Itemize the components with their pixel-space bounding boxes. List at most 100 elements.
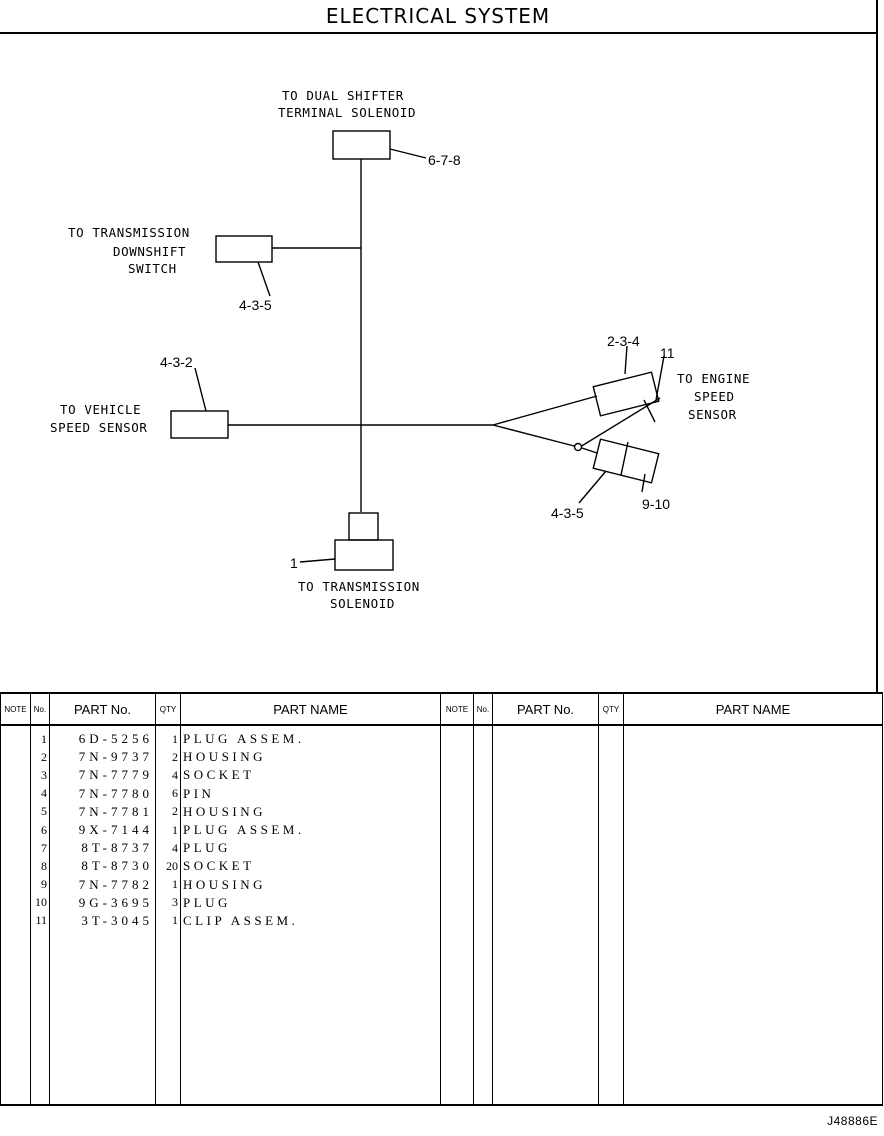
cell-note xyxy=(0,802,31,821)
cell-qty-right xyxy=(598,784,624,803)
cell-note-right xyxy=(440,784,474,803)
cell-note xyxy=(0,784,31,803)
cell-part-name-right xyxy=(623,820,883,840)
cell-note xyxy=(0,911,31,931)
header-no-right: No. xyxy=(473,693,493,726)
parts-table-header: NOTE No. PART No. QTY PART NAME NOTE No.… xyxy=(0,693,883,726)
cell-qty: 1 xyxy=(155,820,181,840)
cell-part-name: HOUSING xyxy=(180,748,441,767)
cell-note xyxy=(0,839,31,858)
callout-vehicle-speed: 4-3-2 xyxy=(160,354,193,370)
label-downshift-1: TO TRANSMISSION xyxy=(68,225,190,240)
page-title-bar: ELECTRICAL SYSTEM xyxy=(0,0,878,34)
cell-part-name-right xyxy=(623,911,883,931)
wiring-diagram: TO DUAL SHIFTER TERMINAL SOLENOID TO TRA… xyxy=(50,88,750,611)
cell-part-no-right xyxy=(492,839,599,858)
cell-no-right xyxy=(473,802,493,821)
cell-no-right xyxy=(473,820,493,840)
cell-note xyxy=(0,893,31,912)
callout-engine-upper: 2-3-4 xyxy=(607,333,640,349)
cell-no: 7 xyxy=(30,839,50,858)
connector-dual-shifter xyxy=(332,130,391,160)
cell-qty: 1 xyxy=(155,875,181,894)
cell-no-right xyxy=(473,839,493,858)
callout-trans-solenoid: 1 xyxy=(290,555,298,571)
cell-part-no-right xyxy=(492,802,599,821)
cell-empty xyxy=(473,930,493,1106)
cell-no: 6 xyxy=(30,820,50,840)
cell-note-right xyxy=(440,766,474,785)
cell-part-name: PLUG ASSEM. xyxy=(180,820,441,840)
cell-no: 4 xyxy=(30,784,50,803)
label-engine-speed-3: SENSOR xyxy=(688,407,737,422)
cell-part-name-right xyxy=(623,725,883,749)
page-title: ELECTRICAL SYSTEM xyxy=(325,4,551,28)
cell-part-no-right xyxy=(492,820,599,840)
leader-dual-shifter xyxy=(389,148,427,159)
cell-part-no: 8T-8730 xyxy=(49,857,156,876)
cell-empty xyxy=(30,930,50,1106)
leader-engine-upper xyxy=(624,345,628,375)
cell-part-no: 9X-7144 xyxy=(49,820,156,840)
cell-part-name-right xyxy=(623,875,883,894)
label-engine-speed-1: TO ENGINE xyxy=(677,371,750,386)
cell-qty: 6 xyxy=(155,784,181,803)
cell-no-right xyxy=(473,893,493,912)
cell-no-right xyxy=(473,748,493,767)
cell-empty xyxy=(180,930,441,1106)
cell-qty-right xyxy=(598,839,624,858)
cell-qty-right xyxy=(598,802,624,821)
frame-right-border xyxy=(876,32,878,692)
parts-table: NOTE No. PART No. QTY PART NAME NOTE No.… xyxy=(0,692,883,1107)
cell-part-no: 6D-5256 xyxy=(49,725,156,749)
header-part-name-right: PART NAME xyxy=(623,693,883,726)
cell-empty xyxy=(155,930,181,1106)
cell-no: 5 xyxy=(30,802,50,821)
header-part-no-right: PART No. xyxy=(492,693,599,726)
header-no-left: No. xyxy=(30,693,50,726)
cell-qty: 4 xyxy=(155,766,181,785)
cell-note xyxy=(0,820,31,840)
cell-note-right xyxy=(440,893,474,912)
leader-vehicle-speed xyxy=(194,367,207,412)
connector-trans-solenoid-cap xyxy=(348,512,379,541)
cell-part-no-right xyxy=(492,875,599,894)
cell-qty-right xyxy=(598,911,624,931)
cell-no-right xyxy=(473,725,493,749)
cell-qty: 4 xyxy=(155,839,181,858)
connector-vehicle-speed xyxy=(170,410,229,439)
cell-empty xyxy=(49,930,156,1106)
label-dual-shifter-2: TERMINAL SOLENOID xyxy=(278,105,416,120)
cell-empty xyxy=(623,930,883,1106)
cell-qty: 2 xyxy=(155,748,181,767)
cell-note-right xyxy=(440,725,474,749)
branch-engine-lower-2 xyxy=(581,447,598,454)
cell-no: 3 xyxy=(30,766,50,785)
leader-engine-lower-b xyxy=(641,473,646,493)
cell-part-name-right xyxy=(623,893,883,912)
cell-empty xyxy=(440,930,474,1106)
label-trans-solenoid-1: TO TRANSMISSION xyxy=(298,579,420,594)
cell-part-name-right xyxy=(623,802,883,821)
callout-engine-lower-b: 9-10 xyxy=(642,496,670,512)
cell-qty-right xyxy=(598,766,624,785)
clip-ring xyxy=(573,442,583,452)
cell-part-no-right xyxy=(492,748,599,767)
connector-engine-lower-divider xyxy=(620,441,629,476)
cell-qty: 2 xyxy=(155,802,181,821)
cell-part-no: 3T-3045 xyxy=(49,911,156,931)
cell-part-no: 7N-7782 xyxy=(49,875,156,894)
header-note-left: NOTE xyxy=(0,693,31,726)
cell-no: 9 xyxy=(30,875,50,894)
connector-engine-upper xyxy=(592,371,660,417)
cell-part-no: 7N-7781 xyxy=(49,802,156,821)
cell-part-no-right xyxy=(492,766,599,785)
callout-downshift: 4-3-5 xyxy=(239,297,272,313)
cell-empty xyxy=(0,930,31,1106)
cell-note-right xyxy=(440,748,474,767)
callout-dual-shifter: 6-7-8 xyxy=(428,152,461,168)
